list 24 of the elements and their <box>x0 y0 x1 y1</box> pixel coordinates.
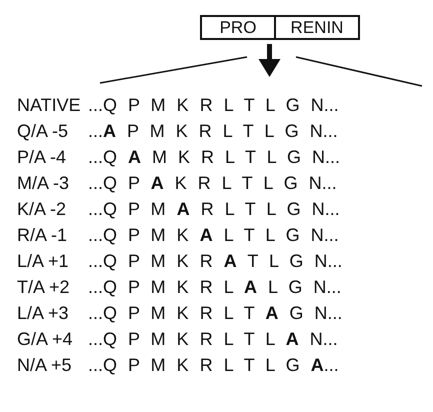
mutant-label: P/A -4 <box>17 146 66 168</box>
mutant-label: L/A +1 <box>17 250 69 272</box>
mutant-label: N/A +5 <box>17 354 72 376</box>
sequence-text: ...Q P M A R L T L G N... <box>88 198 340 220</box>
sequence-text: ...Q P M K R L T L A N... <box>88 328 338 350</box>
mutant-label: Q/A -5 <box>17 120 68 142</box>
sequence-text: ...Q P M K R L T L G A... <box>88 354 339 376</box>
sequence-text: ...Q P M K R L A L G N... <box>88 276 342 298</box>
sequence-text: ...Q P A K R L T L G N... <box>88 172 337 194</box>
mutant-label: M/A -3 <box>17 172 70 194</box>
sequence-text: ...Q P M K R L T A G N... <box>88 302 342 324</box>
mutant-label: NATIVE <box>17 94 81 116</box>
mutant-label: L/A +3 <box>17 302 69 324</box>
sequence-text: ...Q P M K R A T L G N... <box>88 250 342 272</box>
mutant-label: G/A +4 <box>17 328 73 350</box>
sequence-text: ...Q P M K R L T L G N... <box>88 94 339 116</box>
segment-box: PRO <box>200 15 276 40</box>
sequence-text: ...A P M K R L T L G N... <box>88 120 338 142</box>
sequence-text: ...Q P M K A L T L G N... <box>88 224 339 246</box>
segment-box: RENIN <box>274 15 360 40</box>
mutant-label: R/A -1 <box>17 224 68 246</box>
mutant-label: K/A -2 <box>17 198 66 220</box>
sequence-text: ...Q A M K R L T L G N... <box>88 146 340 168</box>
mutant-label: T/A +2 <box>17 276 70 298</box>
